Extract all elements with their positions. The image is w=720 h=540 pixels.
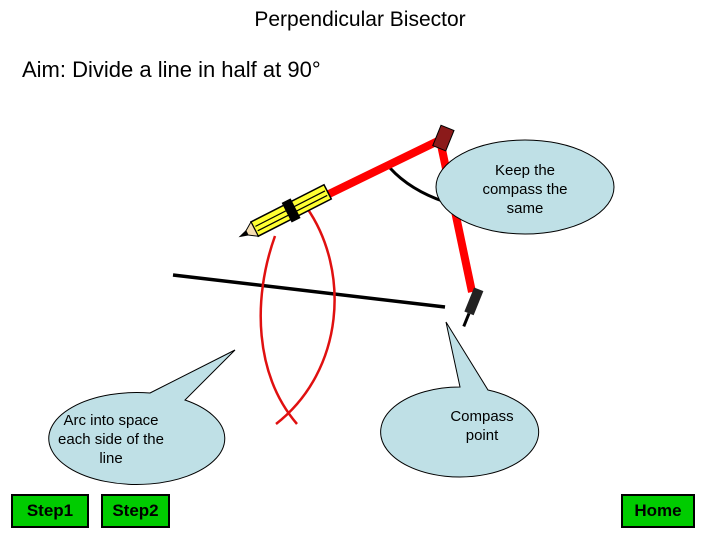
step2-button[interactable]: Step2 <box>101 494 170 528</box>
callout-arc-into-space-bubble <box>48 349 236 485</box>
arc-right <box>275 207 336 425</box>
pencil <box>238 183 333 238</box>
callout-compass-point-bubble <box>380 321 540 478</box>
line-segment <box>172 273 446 309</box>
callout-compass-point-text: Compass point <box>450 408 514 444</box>
page-title: Perpendicular Bisector <box>254 8 466 31</box>
home-button[interactable]: Home <box>621 494 695 528</box>
callout-keep-same-bubble <box>435 139 615 235</box>
aim-text: Aim: Divide a line in half at 90° <box>22 57 321 82</box>
compass-angle-arc <box>388 166 446 204</box>
compass-hinge <box>432 124 455 152</box>
arc-left <box>259 235 298 425</box>
step1-button[interactable]: Step1 <box>11 494 89 528</box>
compass-needle <box>462 287 484 327</box>
callout-keep-same-text: Keep the compass the same <box>482 162 568 217</box>
callout-arc-into-space-text: Arc into space each side of the line <box>58 412 164 467</box>
